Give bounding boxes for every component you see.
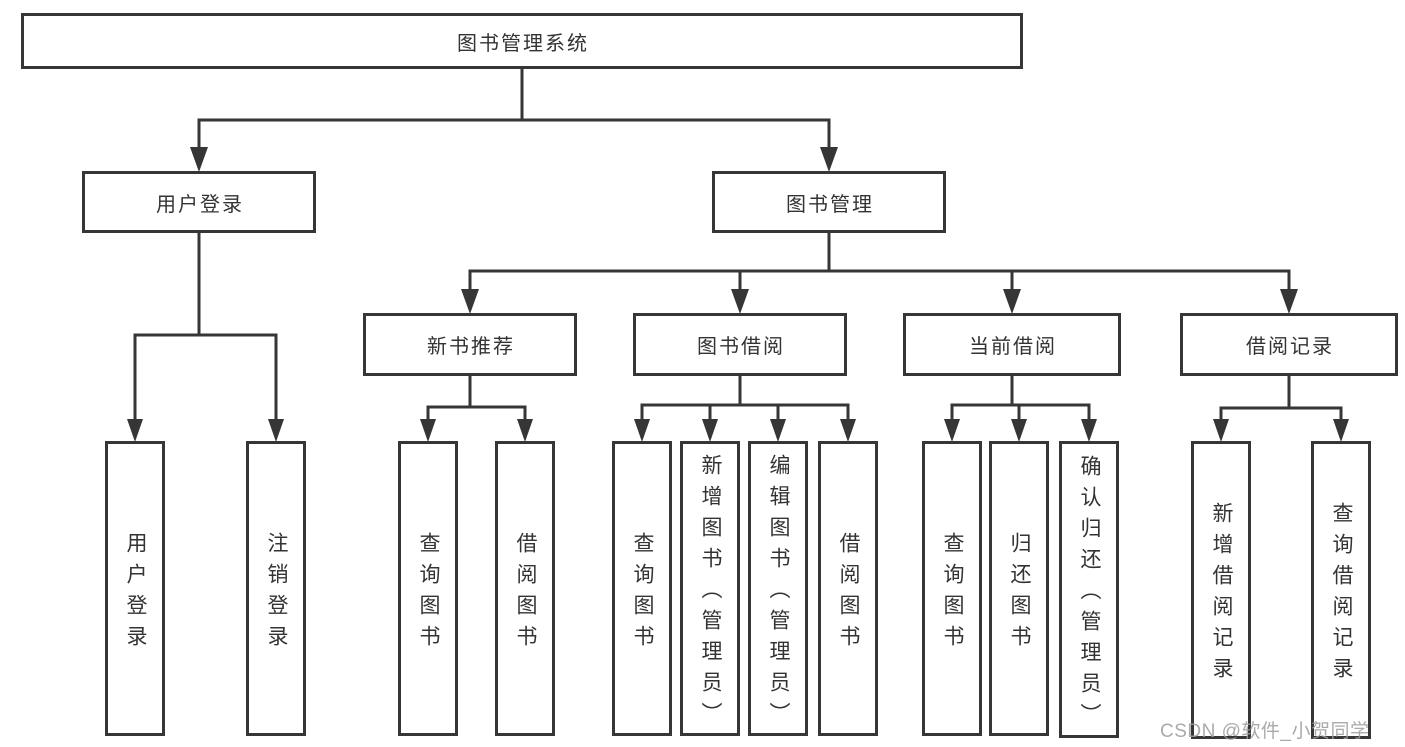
leaf-borrow-query-label: 查询图书 bbox=[631, 531, 654, 656]
leaf-borrow-edit: 编辑图书（管理员） bbox=[748, 441, 808, 736]
leaf-record-add: 新增借阅记录 bbox=[1191, 441, 1251, 739]
arrowhead bbox=[731, 289, 749, 314]
node-user-login: 用户登录 bbox=[82, 171, 316, 233]
arrowhead bbox=[420, 419, 436, 442]
leaf-newbook-borrow: 借阅图书 bbox=[495, 441, 555, 736]
node-current-borrow: 当前借阅 bbox=[903, 313, 1121, 376]
leaf-current-confirm-label: 确认归还（管理员） bbox=[1078, 455, 1101, 734]
leaf-current-query-label: 查询图书 bbox=[941, 531, 964, 656]
connector-current-borrow-children bbox=[944, 376, 1097, 442]
arrowhead bbox=[127, 419, 143, 442]
node-book-management-label: 图书管理 bbox=[786, 193, 874, 216]
connector-root-to-level1 bbox=[190, 69, 838, 172]
node-new-book-recommend-label: 新书推荐 bbox=[427, 336, 515, 358]
arrowhead bbox=[1213, 419, 1229, 442]
leaf-borrow-borrow-label: 借阅图书 bbox=[837, 531, 860, 656]
leaf-current-return: 归还图书 bbox=[989, 441, 1049, 736]
connector-book-management-children bbox=[461, 233, 1298, 314]
node-root-label: 图书管理系统 bbox=[457, 32, 589, 55]
node-book-management: 图书管理 bbox=[712, 171, 946, 233]
leaf-borrow-add: 新增图书（管理员） bbox=[680, 441, 740, 736]
node-current-borrow-label: 当前借阅 bbox=[969, 336, 1057, 358]
leaf-borrow-query: 查询图书 bbox=[612, 441, 672, 736]
arrowhead bbox=[1011, 419, 1027, 442]
leaf-record-add-label: 新增借阅记录 bbox=[1210, 502, 1233, 688]
arrowhead bbox=[190, 147, 208, 172]
leaf-record-query: 查询借阅记录 bbox=[1311, 441, 1371, 739]
leaf-logout: 注销登录 bbox=[246, 441, 306, 736]
watermark: CSDN @软件_小贺同学 bbox=[1160, 721, 1370, 742]
arrowhead bbox=[702, 419, 718, 442]
leaf-user-login: 用户登录 bbox=[105, 441, 165, 736]
leaf-borrow-borrow: 借阅图书 bbox=[818, 441, 878, 736]
leaf-current-query: 查询图书 bbox=[922, 441, 982, 736]
leaf-newbook-query: 查询图书 bbox=[398, 441, 458, 736]
leaf-newbook-query-label: 查询图书 bbox=[417, 531, 440, 656]
arrowhead bbox=[944, 419, 960, 442]
leaf-record-query-label: 查询借阅记录 bbox=[1330, 502, 1353, 688]
node-book-borrow: 图书借阅 bbox=[633, 313, 847, 376]
node-new-book-recommend: 新书推荐 bbox=[363, 313, 577, 376]
leaf-borrow-edit-label: 编辑图书（管理员） bbox=[767, 454, 790, 733]
node-book-borrow-label: 图书借阅 bbox=[697, 336, 785, 358]
arrowhead bbox=[268, 419, 284, 442]
arrowhead bbox=[770, 419, 786, 442]
node-root: 图书管理系统 bbox=[21, 13, 1023, 69]
leaf-current-confirm: 确认归还（管理员） bbox=[1059, 441, 1119, 738]
leaf-borrow-add-label: 新增图书（管理员） bbox=[699, 454, 722, 733]
arrowhead bbox=[517, 419, 533, 442]
arrowhead bbox=[461, 289, 479, 314]
connector-borrow-record-children bbox=[1213, 376, 1349, 442]
arrowhead bbox=[1280, 289, 1298, 314]
arrowhead bbox=[1003, 289, 1021, 314]
node-borrow-record-label: 借阅记录 bbox=[1246, 336, 1334, 358]
node-borrow-record: 借阅记录 bbox=[1180, 313, 1398, 376]
arrowhead bbox=[840, 419, 856, 442]
connector-new-book-children bbox=[420, 376, 533, 442]
leaf-current-return-label: 归还图书 bbox=[1008, 531, 1031, 656]
connector-user-login-children bbox=[127, 233, 284, 442]
leaf-logout-label: 注销登录 bbox=[265, 531, 288, 656]
arrowhead bbox=[634, 419, 650, 442]
leaf-newbook-borrow-label: 借阅图书 bbox=[514, 531, 537, 656]
arrowhead bbox=[1333, 419, 1349, 442]
node-user-login-label: 用户登录 bbox=[156, 193, 244, 216]
arrowhead bbox=[820, 147, 838, 172]
connector-book-borrow-children bbox=[634, 376, 856, 442]
leaf-user-login-label: 用户登录 bbox=[124, 531, 147, 656]
arrowhead bbox=[1081, 419, 1097, 442]
